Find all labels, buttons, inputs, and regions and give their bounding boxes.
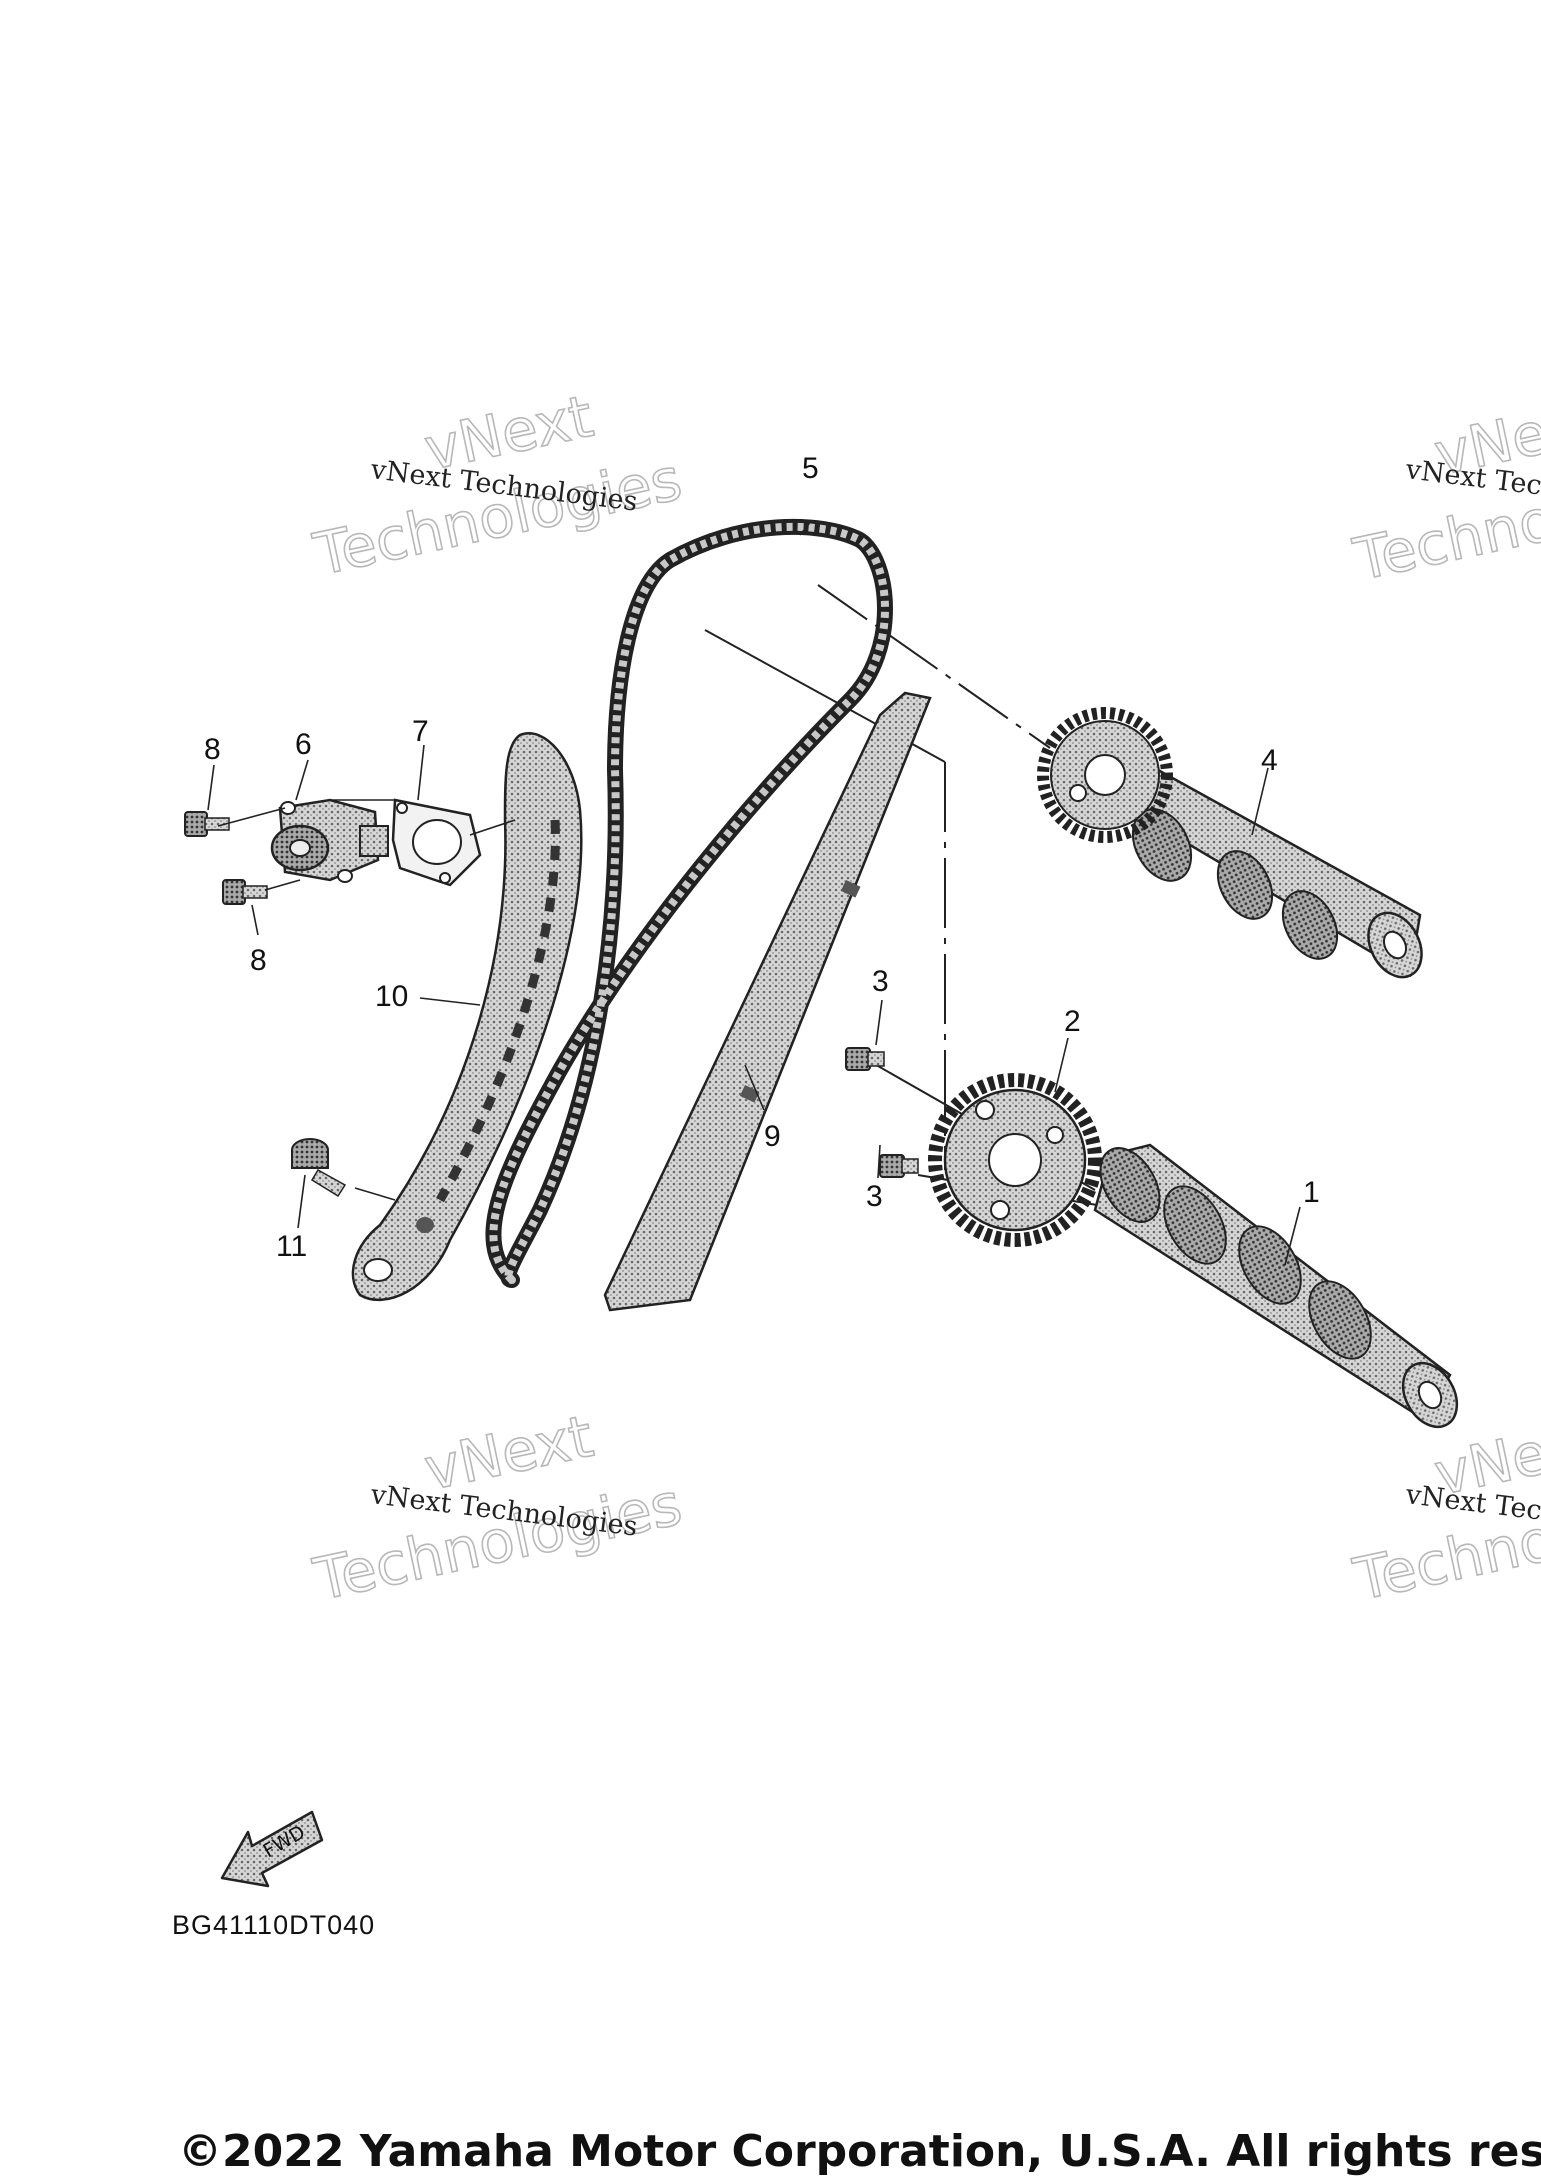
callout-3-upper: 3 xyxy=(872,965,889,998)
callout-10: 10 xyxy=(375,980,408,1013)
watermark-top-right: vNext Technologies vNext Technologies xyxy=(1347,386,1541,595)
forward-arrow: FWD xyxy=(220,1810,324,1888)
tensioner-gasket xyxy=(391,798,482,887)
watermark-bottom-right: vNext Technologies vNext Technologies xyxy=(1347,1406,1541,1615)
guide-pivot-bolt xyxy=(291,1138,347,1198)
callout-11: 11 xyxy=(276,1230,307,1263)
callout-2: 2 xyxy=(1064,1005,1081,1038)
chain-guide xyxy=(603,691,932,1312)
callout-8-upper: 8 xyxy=(204,733,221,766)
callout-5: 5 xyxy=(802,452,819,485)
leader-lines xyxy=(207,519,1301,1266)
callout-8-lower: 8 xyxy=(250,944,267,977)
callout-7: 7 xyxy=(412,715,429,748)
cam-chain-tensioner xyxy=(270,798,389,883)
watermark-top-left: vNext Technologies vNext Technologies xyxy=(307,381,688,590)
camshaft-upper xyxy=(1037,707,1423,979)
cam-chain xyxy=(485,518,893,1288)
callout-6: 6 xyxy=(295,728,312,761)
callouts: 1 2 3 3 4 5 6 7 8 8 9 10 11 xyxy=(204,452,1320,1263)
watermark-bottom-left: vNext Technologies vNext Technologies xyxy=(307,1401,688,1615)
callout-4: 4 xyxy=(1261,744,1278,777)
callout-3-lower: 3 xyxy=(866,1180,883,1213)
sprocket-bolt-lower xyxy=(879,1154,919,1178)
tensioner-bolt-upper xyxy=(184,811,230,837)
drawing-code: BG41110DT040 xyxy=(172,1910,375,1940)
camshaft-lower xyxy=(1093,1143,1459,1429)
tensioner-guide xyxy=(351,732,583,1302)
callout-1: 1 xyxy=(1303,1176,1320,1209)
callout-9: 9 xyxy=(764,1120,781,1153)
copyright-notice: ©2022 Yamaha Motor Corporation, U.S.A. A… xyxy=(178,2126,1541,2177)
camshaft-sprocket xyxy=(928,1073,1102,1247)
sprocket-bolt-upper xyxy=(845,1047,885,1071)
tensioner-bolt-lower xyxy=(222,879,268,905)
